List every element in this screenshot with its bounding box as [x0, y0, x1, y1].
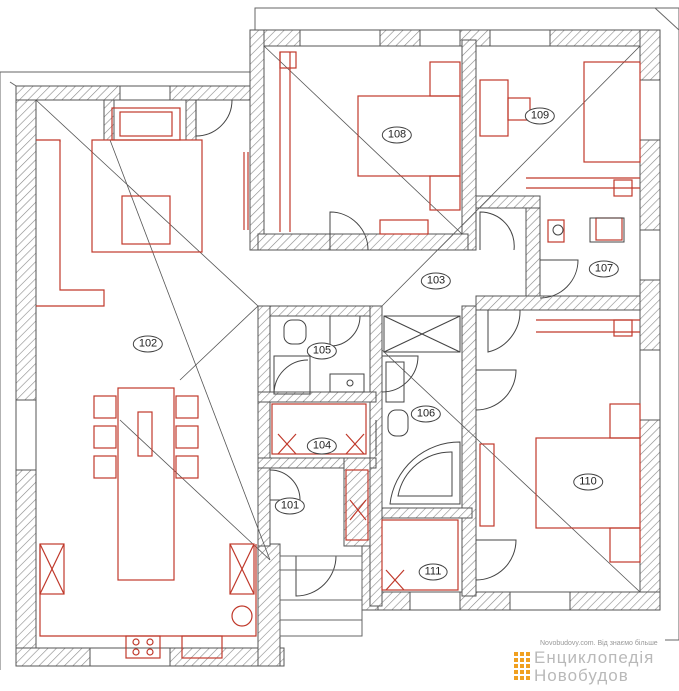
furniture — [36, 51, 641, 659]
watermark: Енциклопедія Новобудов — [512, 648, 677, 688]
room-label-109: 109 — [524, 107, 556, 125]
room-label-111: 111 — [418, 563, 448, 581]
sanitary-fixtures — [273, 217, 625, 505]
room-label-103: 103 — [420, 272, 452, 290]
entry-steps — [279, 555, 363, 637]
roof-outline — [0, 7, 679, 670]
diagonal-lines — [35, 45, 641, 593]
watermark-logo-icon — [514, 652, 530, 680]
room-label-108: 108 — [381, 126, 413, 144]
room-label-107: 107 — [588, 260, 620, 278]
room-label-101: 101 — [274, 497, 306, 515]
room-label-106: 106 — [410, 405, 442, 423]
room-label-105: 105 — [306, 342, 338, 360]
interior-walls — [103, 39, 641, 607]
watermark-line1: Енциклопедія — [534, 648, 655, 667]
windows — [15, 29, 661, 667]
room-label-102: 102 — [132, 335, 164, 353]
door-swings — [195, 99, 579, 597]
watermark-line2: Новобудов — [534, 666, 629, 685]
room-label-110: 110 — [573, 473, 603, 491]
watermark-small-text: Novobudovy.com. Від знаємо більше — [540, 640, 658, 647]
room-label-104: 104 — [306, 437, 338, 455]
